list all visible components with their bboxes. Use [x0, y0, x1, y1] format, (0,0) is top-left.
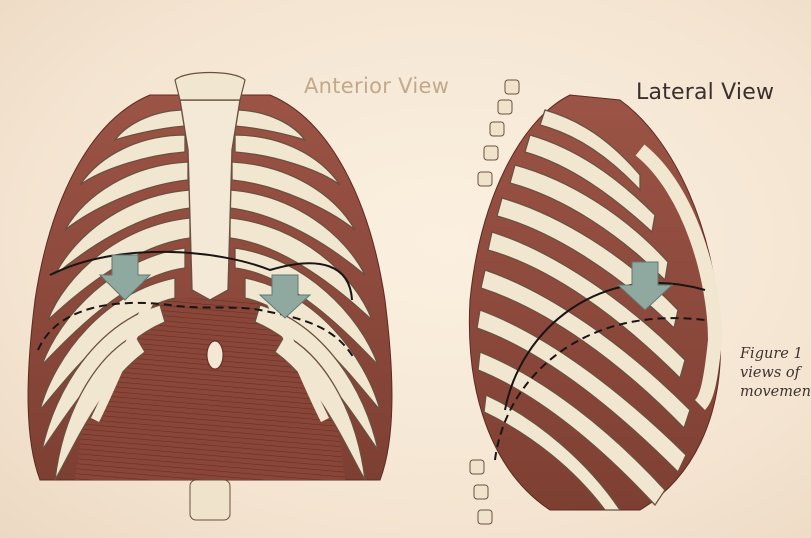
lateral-ribcage: [469, 80, 720, 524]
caption-line-1: Figure 1: [740, 345, 811, 364]
lateral-view-label: Lateral View: [636, 80, 774, 105]
caption-line-3: movemen: [740, 383, 811, 402]
anterior-view-label: Anterior View: [304, 74, 449, 98]
anterior-ribcage: [28, 73, 392, 521]
figure-caption: Figure 1 views of movemen: [740, 345, 811, 402]
caption-line-2: views of: [740, 364, 811, 383]
